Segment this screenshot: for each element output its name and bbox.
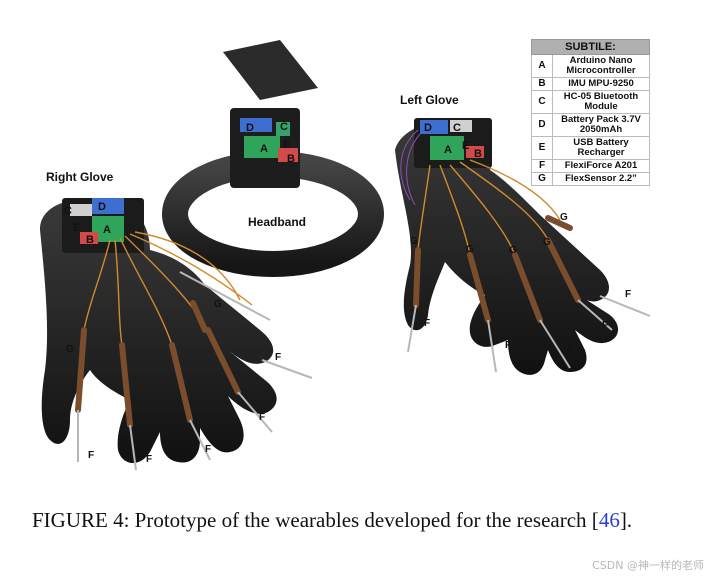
- right-bt-board: [70, 204, 92, 216]
- battery-board: [240, 118, 272, 132]
- legend-value: USB Battery Recharger: [552, 136, 650, 160]
- legend-key: A: [531, 54, 553, 78]
- legend-value: Arduino Nano Microcontroller: [552, 54, 650, 78]
- left-purple-wires: [400, 129, 421, 206]
- left-glove-illustration: D C A E B G G: [395, 93, 651, 375]
- headband-code-d: D: [246, 122, 254, 134]
- legend-key: E: [531, 136, 553, 160]
- legend-value: Battery Pack 3.7V 2050mAh: [552, 113, 650, 137]
- right-battery-board: [92, 198, 124, 214]
- right-force-sensors: [77, 271, 313, 471]
- left-code-g5: G: [560, 212, 568, 223]
- right-code-g1: G: [66, 344, 74, 355]
- legend-value: IMU MPU-9250: [552, 77, 650, 91]
- left-code-a: A: [444, 144, 452, 156]
- right-code-d: D: [98, 201, 106, 213]
- right-code-e: E: [73, 222, 80, 234]
- right-glove-illustration: C D E A B G: [40, 170, 313, 471]
- caption-text: FIGURE 4: Prototype of the wearables dev…: [32, 508, 599, 532]
- left-arduino-board: [430, 136, 464, 160]
- left-code-f1: F: [424, 318, 430, 329]
- left-bt-board: [450, 120, 472, 132]
- headband-code-e: E: [283, 139, 290, 151]
- right-code-a: A: [103, 224, 111, 236]
- left-code-f4: F: [602, 320, 608, 331]
- left-code-f2: F: [505, 340, 511, 351]
- left-glove-label: Left Glove: [400, 93, 459, 107]
- right-code-b: B: [86, 234, 94, 246]
- legend-key: D: [531, 113, 553, 137]
- headband-code-c: C: [280, 121, 288, 133]
- left-code-g4: G: [543, 237, 551, 248]
- bt-board: [276, 122, 290, 136]
- right-code-c: C: [64, 205, 72, 217]
- headband-lid: [223, 40, 318, 100]
- legend-value: FlexiForce A201: [552, 159, 650, 173]
- left-battery-board: [420, 120, 448, 134]
- left-code-d: D: [424, 122, 432, 134]
- imu-board: [278, 148, 298, 162]
- headband-label: Headband: [248, 215, 306, 229]
- right-code-f4: F: [259, 412, 265, 423]
- right-code-f5: F: [275, 352, 281, 363]
- arduino-board: [244, 136, 280, 158]
- right-glove-body: [40, 198, 277, 464]
- left-code-f3: F: [568, 344, 574, 355]
- citation-link[interactable]: 46: [598, 508, 620, 532]
- headband-code-a: A: [260, 143, 268, 155]
- figure-caption: FIGURE 4: Prototype of the wearables dev…: [32, 505, 654, 536]
- legend-value: FlexSensor 2.2”: [552, 172, 650, 186]
- left-force-sensors: [407, 295, 651, 373]
- right-code-f1: F: [88, 450, 94, 461]
- headband-code-b: B: [287, 153, 295, 165]
- left-code-g1: G: [410, 236, 418, 247]
- left-code-e: E: [462, 140, 469, 152]
- right-code-f2: F: [146, 454, 152, 465]
- legend-key: F: [531, 159, 553, 173]
- left-glove-body: [395, 121, 619, 375]
- right-code-f3: F: [205, 444, 211, 455]
- left-code-f5: F: [625, 289, 631, 300]
- left-imu-board: [466, 146, 484, 158]
- legend-title: SUBTILE:: [531, 39, 650, 55]
- right-glove-label: Right Glove: [46, 170, 114, 184]
- right-flex-sensors: [75, 300, 241, 428]
- left-code-g3: G: [509, 245, 517, 256]
- legend-value: HC-05 Bluetooth Module: [552, 90, 650, 114]
- watermark: CSDN @神一样的老师: [592, 559, 704, 572]
- headband-illustration: D A E B C Headband: [162, 40, 384, 277]
- right-imu-board: [80, 232, 98, 244]
- left-wires: [417, 159, 561, 256]
- left-code-g2: G: [466, 244, 474, 255]
- left-code-b: B: [474, 148, 482, 160]
- right-code-g2: G: [214, 299, 222, 310]
- legend-key: B: [531, 77, 553, 91]
- caption-end: ].: [619, 508, 633, 532]
- prototype-figure: D A E B C Headband C D E A B: [40, 40, 651, 471]
- left-code-c: C: [453, 122, 461, 134]
- legend-key: C: [531, 90, 553, 114]
- legend-key: G: [531, 172, 553, 186]
- left-flex-sensors: [413, 215, 581, 323]
